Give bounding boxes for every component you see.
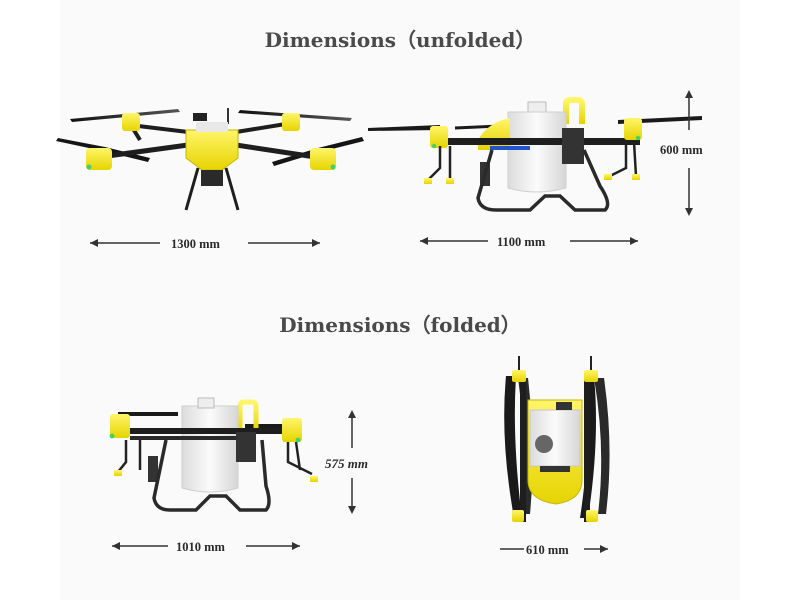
gps-module (556, 402, 572, 410)
nozzle-light (295, 437, 301, 443)
unfolded-front-view (56, 108, 364, 211)
carry-handle (237, 399, 259, 432)
drone-body (478, 118, 510, 150)
frame-arm (112, 428, 302, 434)
landing-skid (476, 149, 610, 212)
motor (86, 148, 112, 170)
folded-side-view (109, 397, 356, 514)
dimension-label-1010: 1010 mm (176, 540, 225, 554)
tank-cap (197, 397, 215, 409)
frame-arm (584, 372, 590, 522)
nozzle-light (431, 143, 437, 149)
nozzle (114, 470, 122, 476)
motor (110, 414, 130, 438)
folded-front-view (500, 356, 610, 553)
unfolded-side-view (368, 90, 702, 216)
nozzle-light (109, 433, 115, 439)
motor (586, 510, 598, 522)
folded-width-arrows (112, 542, 300, 550)
dimension-label-610: 610 mm (526, 543, 569, 557)
nozzle-arm (609, 141, 638, 178)
nozzle (604, 174, 612, 180)
battery (236, 432, 256, 462)
battery (562, 128, 584, 164)
motor (310, 148, 336, 170)
frame-arm (520, 372, 526, 522)
carry-handle (563, 97, 585, 124)
motor (282, 418, 302, 442)
drone-body (185, 129, 239, 171)
gps-module (193, 113, 207, 121)
nozzle (446, 178, 454, 184)
motor (282, 113, 300, 131)
frame-arm (235, 142, 323, 161)
arrow-head (348, 506, 356, 514)
nozzle-light (330, 164, 336, 170)
motor (430, 126, 448, 148)
spray-tank (507, 111, 567, 193)
nozzle-arm (117, 440, 142, 473)
pump (148, 456, 158, 482)
motor (624, 118, 642, 140)
nozzle (632, 174, 640, 180)
arrow-head (348, 410, 356, 418)
hose (490, 146, 530, 150)
tank-top (196, 122, 228, 132)
arrow-head (600, 545, 608, 553)
nozzle (424, 178, 432, 184)
unfolded-width-arrows (90, 237, 638, 247)
battery (201, 170, 223, 186)
nozzle-light (86, 164, 92, 170)
battery (540, 466, 570, 472)
nozzle-light (635, 135, 641, 141)
spray-tank (181, 405, 239, 493)
frame-arm (99, 142, 189, 160)
tank-gauge (535, 435, 553, 453)
frame-arm (440, 138, 640, 145)
dimension-label-1100: 1100 mm (497, 235, 546, 249)
frame-arm (130, 436, 250, 440)
dimension-label-600: 600 mm (660, 143, 703, 157)
arrow-head (685, 208, 693, 216)
unfolded-section-title: Dimensions（unfolded） (264, 28, 536, 52)
nozzle (310, 476, 318, 482)
motor (122, 113, 140, 131)
landing-skid (152, 439, 271, 512)
dimension-label-1300: 1300 mm (171, 237, 220, 251)
motor (584, 370, 598, 382)
tank-cap (527, 101, 547, 113)
dimension-label-575: 575 mm (325, 456, 368, 471)
arrow-head (685, 90, 693, 98)
nozzle-arm (427, 146, 452, 181)
background-panel (60, 0, 740, 600)
nozzle-arm (286, 441, 313, 476)
motor (512, 510, 524, 522)
folded-propeller (504, 376, 522, 518)
folded-propeller (594, 378, 610, 514)
folded-section-title: Dimensions（folded） (279, 313, 521, 337)
propeller-blade (118, 412, 178, 416)
propeller-blade (368, 125, 440, 131)
landing-leg (184, 167, 240, 211)
motor (512, 370, 526, 382)
